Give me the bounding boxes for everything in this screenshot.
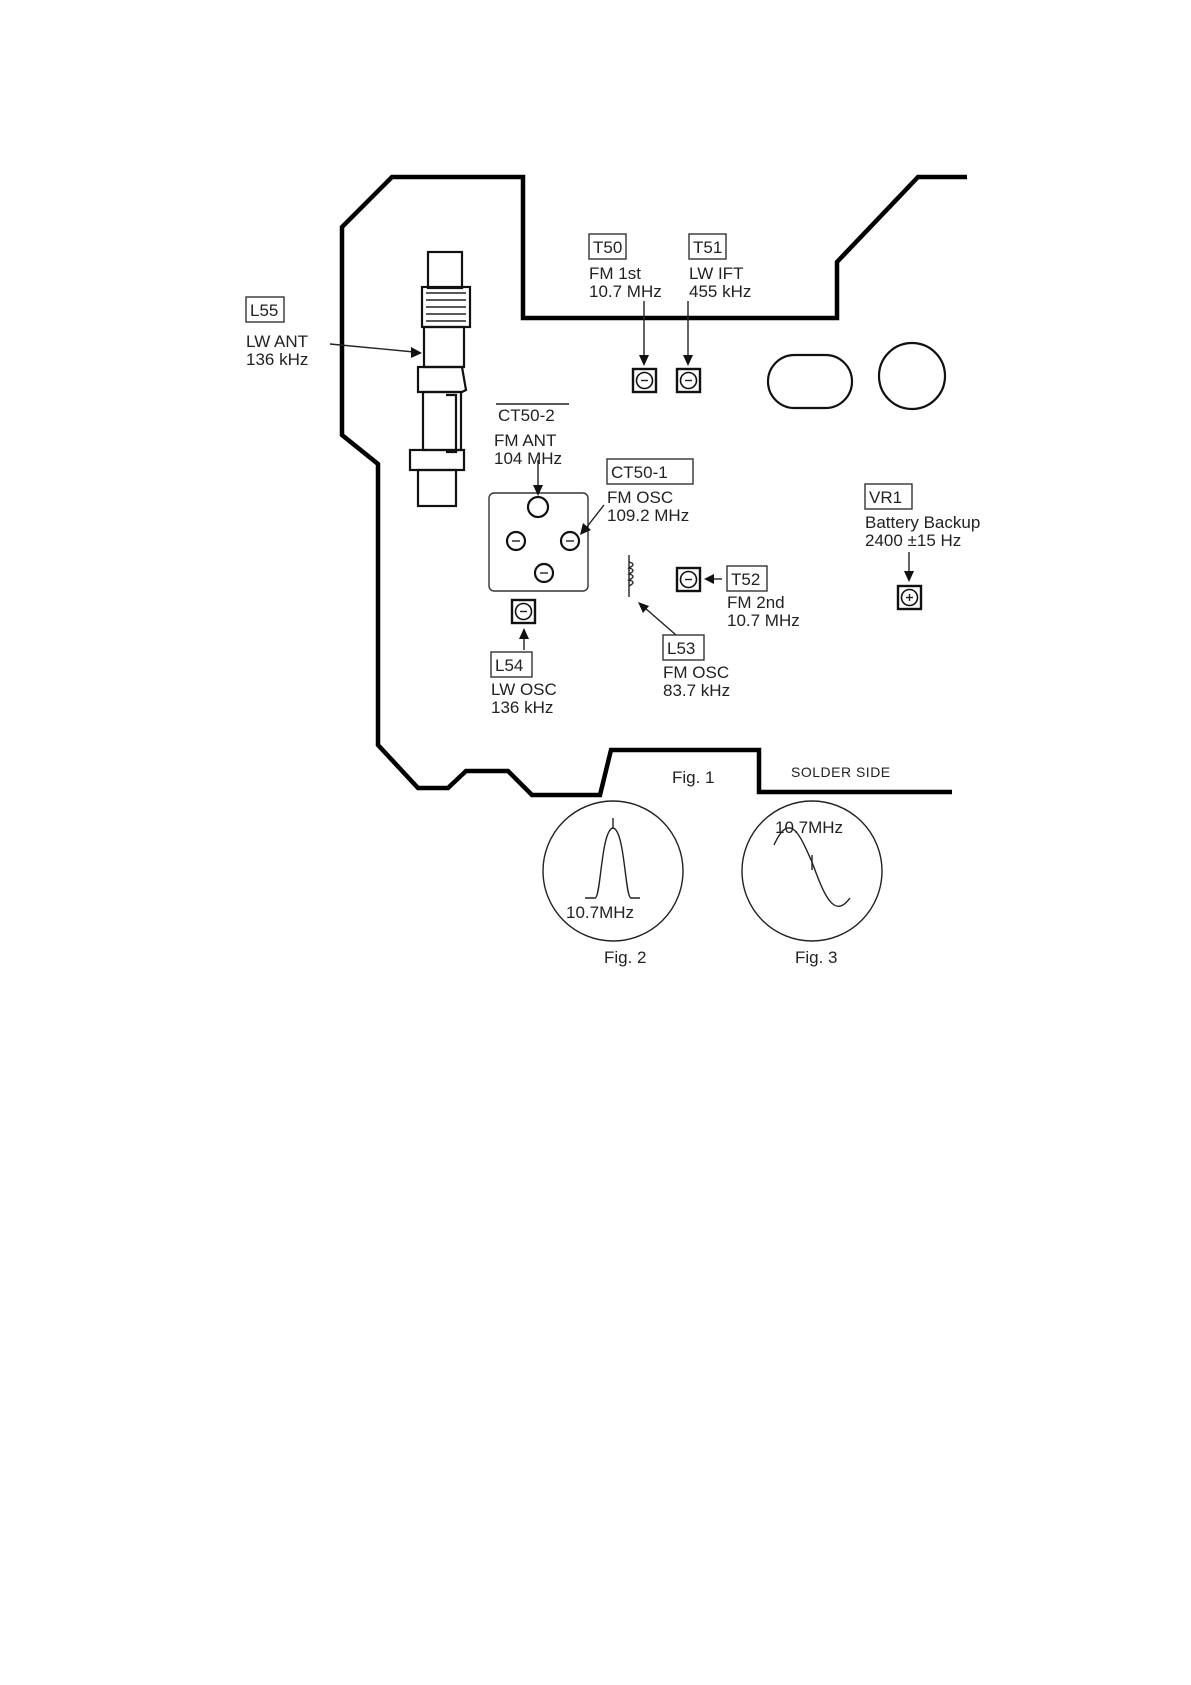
- trimmer-capacitor-block: [489, 493, 588, 591]
- ct50-1-callout: [580, 505, 604, 535]
- vr1-ref: VR1: [869, 488, 902, 507]
- t50-callout: [639, 301, 649, 366]
- fig1-caption: Fig. 1: [672, 768, 715, 787]
- l55-ref: L55: [250, 301, 278, 320]
- t51-line1: LW IFT: [689, 264, 743, 283]
- t52-ref: T52: [731, 570, 760, 589]
- ct50-1-line1: FM OSC: [607, 488, 673, 507]
- ct50-trimmer-left: [507, 532, 525, 550]
- l55-antenna-coil: [410, 252, 470, 506]
- ct50-2-line1: FM ANT: [494, 431, 556, 450]
- t51-trimmer: [677, 369, 700, 392]
- fig3-scope-label: 10.7MHz: [775, 818, 843, 837]
- t52-trimmer: [677, 568, 700, 591]
- vr1-line1: Battery Backup: [865, 513, 980, 532]
- fig3-caption: Fig. 3: [795, 948, 838, 967]
- ct50-1-trimmer: [561, 532, 579, 550]
- l53-line2: 83.7 kHz: [663, 681, 730, 700]
- l54-trimmer: [512, 600, 535, 623]
- t51-line2: 455 kHz: [689, 282, 751, 301]
- ct50-2-ref: CT50-2: [498, 406, 555, 425]
- fig2-scope-label: 10.7MHz: [566, 903, 634, 922]
- l54-line2: 136 kHz: [491, 698, 553, 717]
- solder-side-label: SOLDER SIDE: [791, 764, 891, 780]
- t52-line2: 10.7 MHz: [727, 611, 800, 630]
- oval-opening: [768, 355, 852, 408]
- t50-line2: 10.7 MHz: [589, 282, 662, 301]
- t52-line1: FM 2nd: [727, 593, 785, 612]
- l53-ref: L53: [667, 639, 695, 658]
- vr1-trimmer: [898, 586, 921, 609]
- t50-trimmer: [633, 369, 656, 392]
- t51-callout: [683, 301, 693, 366]
- vr1-callout: [904, 552, 914, 582]
- ct50-2-trimmer: [528, 497, 548, 517]
- l55-line1: LW ANT: [246, 332, 308, 351]
- l54-line1: LW OSC: [491, 680, 557, 699]
- l55-line2: 136 kHz: [246, 350, 308, 369]
- ct50-trimmer-bottom: [535, 564, 553, 582]
- l54-ref: L54: [495, 656, 523, 675]
- round-opening: [879, 343, 945, 409]
- l54-callout: [519, 628, 529, 650]
- t50-ref: T50: [593, 238, 622, 257]
- l53-line1: FM OSC: [663, 663, 729, 682]
- l53-callout: [638, 602, 676, 635]
- t52-callout: [704, 574, 722, 584]
- ct50-1-ref: CT50-1: [611, 463, 668, 482]
- ct50-1-line2: 109.2 MHz: [607, 506, 689, 525]
- t51-ref: T51: [693, 238, 722, 257]
- fig2-caption: Fig. 2: [604, 948, 647, 967]
- t50-line1: FM 1st: [589, 264, 641, 283]
- vr1-line2: 2400 ±15 Hz: [865, 531, 961, 550]
- board-outline: [342, 177, 967, 795]
- l53-coil: [629, 555, 633, 597]
- ct50-2-line2: 104 MHz: [494, 449, 562, 468]
